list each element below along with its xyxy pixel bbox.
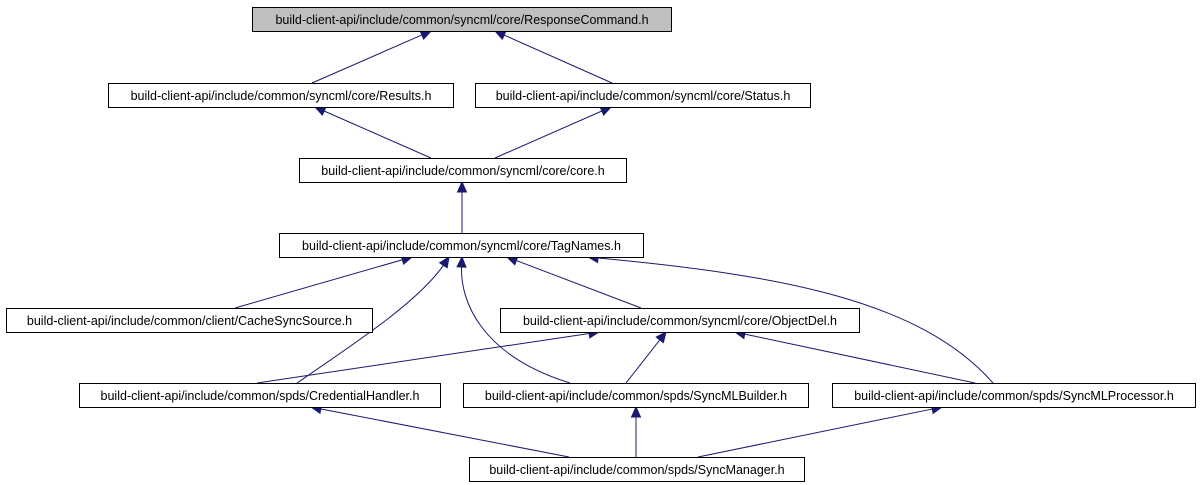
arrow-head-icon (456, 180, 468, 193)
node-label: build-client-api/include/common/syncml/c… (523, 314, 837, 328)
edge-line (625, 338, 661, 384)
node-tag-names[interactable]: build-client-api/include/common/syncml/c… (279, 233, 644, 258)
edge-sync_manager-to-credential_handler (309, 403, 570, 458)
edge-line (503, 34, 613, 84)
node-box (79, 383, 441, 408)
node-sync-manager[interactable]: build-client-api/include/common/spds/Syn… (469, 457, 805, 482)
edge-line (256, 332, 591, 384)
edge-core-to-results (313, 106, 432, 159)
node-syncml-builder[interactable]: build-client-api/include/common/spds/Syn… (463, 383, 809, 408)
node-credential-handler[interactable]: build-client-api/include/common/spds/Cre… (79, 383, 441, 408)
edge-cache_sync_source-to-tag_names (234, 254, 414, 309)
node-label: build-client-api/include/common/spds/Syn… (489, 463, 784, 477)
node-box (832, 383, 1196, 408)
edge-core-to-status (494, 106, 613, 159)
edge-sync_manager-to-syncml_builder (630, 405, 642, 457)
node-response-command[interactable]: build-client-api/include/common/syncml/c… (252, 7, 672, 32)
edge-credential_handler-to-tag_names (296, 255, 450, 384)
edge-line (323, 110, 432, 159)
nodes-layer: build-client-api/include/common/syncml/c… (6, 7, 1196, 482)
node-box (108, 83, 454, 108)
edge-tag_names-to-core (456, 180, 468, 233)
node-box (299, 158, 627, 183)
node-label: build-client-api/include/common/syncml/c… (131, 89, 432, 103)
edges-layer (234, 30, 994, 458)
node-label: build-client-api/include/common/client/C… (27, 314, 352, 328)
edge-line (296, 264, 445, 384)
edge-line (319, 408, 570, 458)
node-label: build-client-api/include/common/spds/Cre… (101, 389, 420, 403)
node-box (6, 308, 373, 333)
node-box (463, 383, 809, 408)
edge-line (596, 257, 994, 384)
arrow-head-icon (438, 255, 450, 269)
edge-line (461, 265, 571, 384)
node-box (252, 7, 672, 32)
edge-line (494, 110, 603, 159)
arrow-head-icon (630, 405, 642, 418)
edge-line (234, 259, 404, 309)
node-object-del[interactable]: build-client-api/include/common/syncml/c… (500, 308, 860, 333)
node-box (475, 83, 811, 108)
arrow-head-icon (419, 30, 433, 41)
edge-object_del-to-tag_names (505, 255, 642, 309)
arrow-head-icon (599, 106, 613, 117)
node-label: build-client-api/include/common/syncml/c… (321, 164, 605, 178)
arrow-head-icon (655, 331, 667, 344)
edge-line (743, 333, 976, 384)
arrow-head-icon (313, 106, 327, 117)
edge-line (697, 408, 934, 458)
node-core[interactable]: build-client-api/include/common/syncml/c… (299, 158, 627, 183)
node-label: build-client-api/include/common/syncml/c… (302, 239, 621, 253)
edge-syncml_builder-to-object_del (625, 331, 667, 384)
node-box (279, 233, 644, 258)
node-cache-sync-source[interactable]: build-client-api/include/common/client/C… (6, 308, 373, 333)
node-results[interactable]: build-client-api/include/common/syncml/c… (108, 83, 454, 108)
node-box (500, 308, 860, 333)
node-label: build-client-api/include/common/spds/Syn… (854, 389, 1174, 403)
arrow-head-icon (493, 30, 507, 41)
edge-syncml_builder-to-tag_names (456, 255, 571, 384)
node-status[interactable]: build-client-api/include/common/syncml/c… (475, 83, 811, 108)
node-label: build-client-api/include/common/syncml/c… (496, 89, 791, 103)
edge-line (311, 34, 423, 84)
edge-line (515, 259, 642, 309)
node-label: build-client-api/include/common/spds/Syn… (485, 389, 787, 403)
node-box (469, 457, 805, 482)
edge-sync_manager-to-syncml_processor (697, 403, 944, 458)
edge-syncml_processor-to-object_del (733, 329, 976, 384)
arrow-head-icon (456, 255, 467, 268)
edge-results-to-response_command (311, 30, 433, 84)
node-label: build-client-api/include/common/syncml/c… (275, 13, 648, 27)
edge-status-to-response_command (493, 30, 613, 84)
node-syncml-processor[interactable]: build-client-api/include/common/spds/Syn… (832, 383, 1196, 408)
